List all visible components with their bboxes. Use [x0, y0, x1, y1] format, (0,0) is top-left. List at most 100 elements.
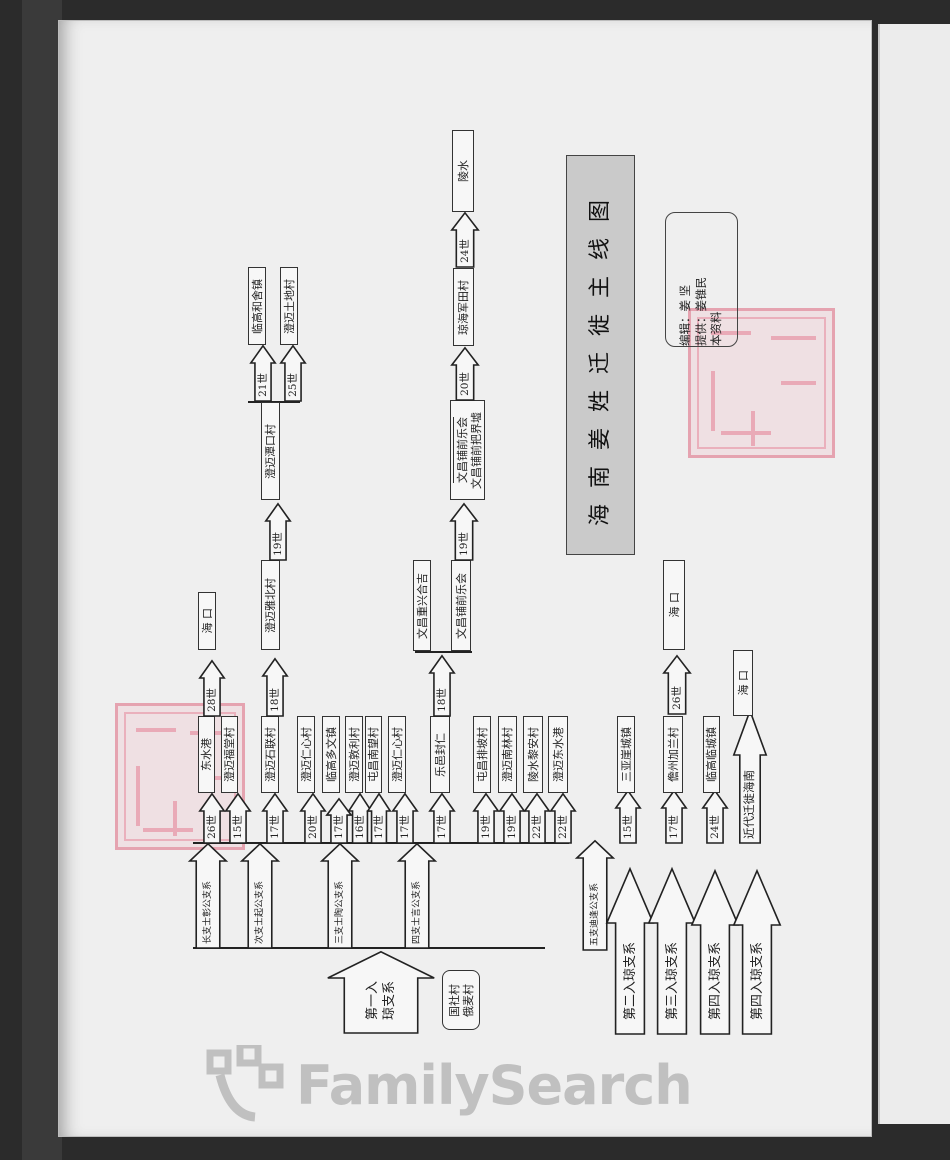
branch-arrow-4: 四支士言公支系 — [396, 842, 438, 949]
generation-label: 22世 — [530, 815, 543, 839]
place-label: 澄迈雅北村 — [264, 577, 277, 633]
generation-arrow: 28世 — [198, 659, 226, 717]
place-box: 海 口 — [733, 650, 753, 716]
place-box: 澄迈敦利村 — [345, 716, 363, 793]
generation-label: 20世 — [458, 372, 471, 396]
arrow-up-shape — [472, 792, 500, 844]
generation-label: 18世 — [268, 688, 281, 712]
generation-label: 17世 — [667, 815, 680, 839]
immigration-label: 第二入琼支系 — [622, 941, 638, 1020]
arrow-up-shape — [662, 654, 692, 715]
branch-label: 五支迪逢公支系 — [589, 882, 600, 946]
credits-box: 本资料 提供：姜锥民 编辑：姜 坚 — [665, 212, 738, 347]
place-box: 澄迈雅北村 — [261, 560, 280, 650]
generation-arrow: 19世 — [449, 502, 479, 561]
arrow-up-shape — [391, 792, 419, 844]
arrow-up-shape — [187, 842, 229, 949]
branch-arrow-3: 三支士陶公支系 — [319, 842, 361, 949]
generation-arrow: 17世 — [261, 792, 289, 844]
generation-arrow: 15世 — [224, 792, 252, 844]
place-box: 三亚崖城镇 — [617, 716, 635, 793]
arrow-up-shape — [549, 792, 577, 844]
arrow-up-shape — [701, 789, 729, 844]
place-box: 文昌铺前乐会 — [451, 560, 471, 651]
origin-arrow: 第一入 琼支系 — [327, 950, 435, 1034]
place-box: 陵水 — [452, 130, 474, 212]
generation-label: 26世 — [670, 686, 683, 710]
place-label: 陵水黎安村 — [526, 727, 540, 782]
arrow-up-shape — [732, 868, 782, 1035]
generation-arrow: 15世 — [614, 789, 642, 844]
place-label: 澄迈福堂村 — [223, 727, 236, 782]
place-label: 陵水 — [456, 160, 470, 182]
generation-label: 17世 — [372, 815, 385, 839]
diagram-title-box: 海南姜姓迁徙主线图 — [566, 155, 635, 555]
credits-provider: 提供：姜锥民 — [693, 277, 708, 346]
credits-line: 本资料 — [709, 311, 724, 347]
arrow-up-shape — [198, 792, 226, 844]
arrow-up-shape — [261, 792, 289, 844]
generation-arrow: 24世 — [701, 789, 729, 844]
callout-village-2: 国社村 — [447, 983, 461, 1017]
immigration-arrow-3: 第三入琼支系 — [647, 866, 697, 1035]
branch-arrow-2: 次支士起公支系 — [239, 842, 281, 949]
branch-label: 四支士言公支系 — [411, 880, 422, 944]
book-binding — [22, 0, 62, 1160]
branch-label: 次支士起公支系 — [254, 880, 265, 944]
place-box: 澄迈南林村 — [498, 716, 517, 793]
branch-label: 三支士陶公支系 — [334, 880, 345, 944]
callout-village-1: 俄麦村 — [461, 983, 475, 1017]
place-label: 澄迈潭口村 — [264, 423, 277, 479]
branch-label: 长支士彰公支系 — [202, 880, 213, 944]
arrow-up-shape — [299, 792, 327, 844]
arrow-up-shape — [450, 346, 480, 401]
place-label: 澄迈仁心村 — [299, 727, 313, 782]
place-label: 三亚崖城镇 — [619, 727, 633, 782]
immigration-arrow-4: 第四入琼支系 — [690, 868, 740, 1035]
generation-label: 17世 — [332, 815, 345, 839]
collector-seal-stamp — [688, 308, 835, 458]
generation-label: 17世 — [435, 815, 448, 839]
diagram-title: 海南姜姓迁徙主线图 — [587, 183, 613, 526]
place-box: 陵水黎安村 — [523, 716, 543, 793]
place-label: 临高多文镇 — [324, 727, 338, 782]
generation-arrow: 22世 — [523, 792, 551, 844]
immigration-label: 第四入琼支系 — [707, 941, 723, 1020]
arrow-up-shape — [523, 792, 551, 844]
immigration-label: 第三入琼支系 — [664, 941, 680, 1020]
place-box: 临高多文镇 — [322, 716, 340, 793]
place-label: 东水港 — [200, 738, 213, 771]
arrow-up-shape — [396, 842, 438, 949]
place-box: 澄迈福堂村 — [221, 716, 238, 793]
generation-label: 17世 — [398, 815, 411, 839]
place-box: 海 口 — [198, 592, 216, 650]
immigration-arrow-2: 第二入琼支系 — [605, 866, 655, 1035]
place-box: 海 口 — [663, 560, 685, 650]
generation-label: 15世 — [231, 815, 244, 839]
familysearch-watermark: FamilySearch — [200, 1045, 693, 1125]
arrow-up-shape — [327, 950, 435, 1034]
trunk-line — [193, 947, 545, 949]
place-box: 琼海军田村 — [453, 268, 474, 346]
generation-label: 19世 — [271, 532, 284, 556]
origin-label-2: 琼支系 — [382, 981, 397, 1021]
modern-migration-label: 近代迁徙海南 — [742, 770, 757, 839]
place-box: 儋州加兰村 — [663, 716, 683, 793]
arrow-up-shape — [660, 789, 688, 844]
place-label: 澄迈东水港 — [551, 727, 565, 782]
place-label: 澄迈仁心村 — [390, 727, 404, 782]
place-box: 澄迈石联村 — [261, 716, 279, 793]
place-label: 屯昌南望村 — [367, 727, 380, 782]
place-box: 澄迈仁心村 — [388, 716, 406, 793]
generation-arrow: 17世 — [660, 789, 688, 844]
generation-label: 17世 — [268, 815, 281, 839]
arrow-up-shape — [279, 344, 307, 402]
place-label: 海 口 — [200, 608, 214, 634]
place-box: 屯昌南望村 — [365, 716, 382, 793]
generation-arrow: 19世 — [264, 502, 292, 561]
generation-label: 25世 — [286, 373, 299, 397]
generation-arrow: 26世 — [198, 792, 226, 844]
place-box: 临高和舍镇 — [248, 267, 266, 345]
arrow-up-shape — [449, 502, 479, 561]
arrow-up-shape — [574, 839, 616, 951]
